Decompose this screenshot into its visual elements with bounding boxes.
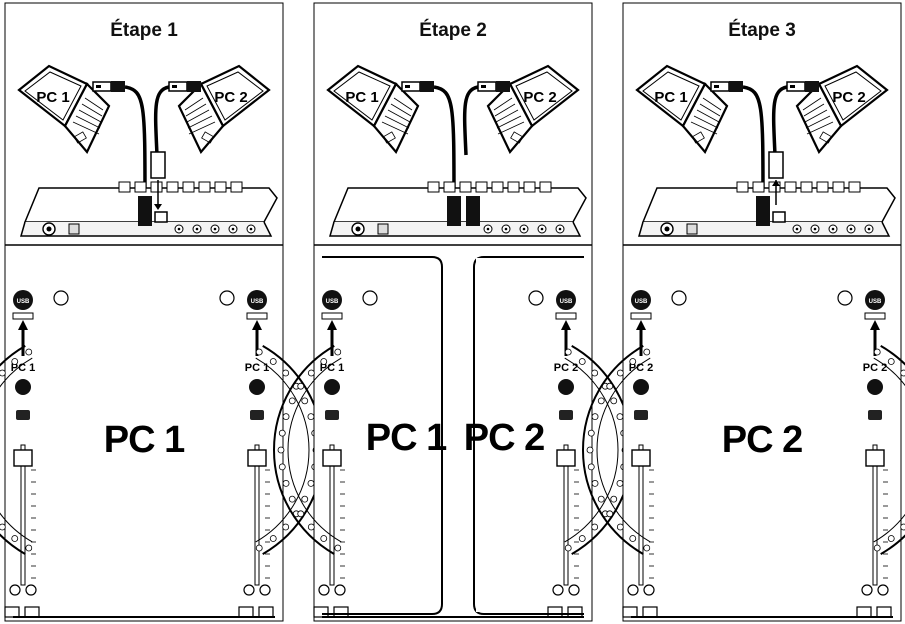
step-3-laptop-left-label: PC 1 <box>654 89 687 106</box>
step-3-laptop-left <box>635 64 729 155</box>
step-3-deck-right-usb-button <box>865 290 885 310</box>
step-1-center-overlay <box>85 258 203 614</box>
svg-text:USB: USB <box>635 299 648 305</box>
step-2-deck-left-usb-button <box>322 290 342 310</box>
step-3-plug-right <box>768 151 784 179</box>
step-3-controller <box>638 181 896 237</box>
step-3-cable-right <box>771 85 788 156</box>
step-2-cable-left <box>433 85 456 201</box>
step-3-center-label: PC 2 <box>722 419 802 461</box>
step-2-cable-right <box>462 85 479 156</box>
step-1-laptop-left <box>17 64 111 155</box>
step-2-deck-left: USB PC 1 <box>313 290 349 618</box>
step-3-usb-plug-left <box>710 81 743 92</box>
svg-text:USB: USB <box>17 299 30 305</box>
step-1-cable-left <box>124 85 147 201</box>
step-1-usb-plug-right <box>168 81 201 92</box>
step-2-laptop-left <box>326 64 420 155</box>
step-1-usb-plug-left <box>92 81 125 92</box>
svg-text:USB: USB <box>326 299 339 305</box>
step-3-panel: Étape 3 PC 1 PC 2 USB PC 2 USB PC 2 PC 2 <box>582 2 905 622</box>
step-3-insert-arrow <box>772 180 780 186</box>
step-2-center-label-left: PC 1 <box>366 417 447 459</box>
step-3-deck-right-arrow-label: PC 2 <box>863 362 887 374</box>
step-3-usb-plug-right <box>786 81 819 92</box>
step-2-deck-right-usb-button <box>556 290 576 310</box>
step-1-deck-right-usb-button <box>247 290 267 310</box>
step-2-plug-right <box>466 196 480 226</box>
step-2-center-label-right: PC 2 <box>464 417 544 459</box>
step-1-deck-left-usb-button <box>13 290 33 310</box>
step-3-laptop-right-label: PC 2 <box>832 89 865 106</box>
step-3-deck-left-arrow-label: PC 2 <box>629 362 653 374</box>
step-2-laptop-left-label: PC 1 <box>345 89 378 106</box>
step-2-deck-right: USB PC 2 <box>547 290 583 618</box>
step-1-laptop-left-label: PC 1 <box>36 89 69 106</box>
svg-text:USB: USB <box>560 299 573 305</box>
step-1-plug-left <box>138 196 152 226</box>
step-1-panel: Étape 1 PC 1 PC 2 USB PC 1 USB PC 1 PC 1 <box>0 2 325 622</box>
step-2-panel: Étape 2 PC 1 PC 2 USB PC 1 USB PC 2 PC 1 PC 2 <box>272 2 633 622</box>
step-3-deck-left-usb-button <box>631 290 651 310</box>
step-2-deck-left-arrow-label: PC 1 <box>320 362 344 374</box>
step-3-title: Étape 3 <box>728 19 796 41</box>
step-3-center-overlay <box>703 258 821 614</box>
step-1-laptop-right <box>177 64 271 155</box>
step-1-deck-right-arrow-label: PC 1 <box>245 362 269 374</box>
step-1-title: Étape 1 <box>110 19 178 41</box>
step-2-laptop-right-label: PC 2 <box>523 89 556 106</box>
step-1-laptop-right-label: PC 2 <box>214 89 247 106</box>
step-2-left-bracket <box>322 256 443 615</box>
step-2-right-bracket <box>473 256 584 615</box>
step-2-usb-plug-left <box>401 81 434 92</box>
step-2-deck-right-arrow-label: PC 2 <box>554 362 578 374</box>
step-3-cable-left <box>742 85 765 201</box>
svg-text:USB: USB <box>251 299 264 305</box>
step-2-plug-left <box>447 196 461 226</box>
svg-text:USB: USB <box>869 299 882 305</box>
step-2-title: Étape 2 <box>419 19 487 41</box>
step-2-laptop-right <box>486 64 580 155</box>
step-1-deck-left-arrow-label: PC 1 <box>11 362 35 374</box>
step-2-usb-plug-right <box>477 81 510 92</box>
step-3-plug-left <box>756 196 770 226</box>
step-1-center-label: PC 1 <box>104 419 185 461</box>
step-1-insert-arrow <box>154 204 162 210</box>
step-1-deck-left: USB PC 1 <box>4 290 40 618</box>
step-1-cable-right <box>153 85 170 156</box>
step-3-deck-left: USB PC 2 <box>622 290 658 618</box>
step-1-plug-right <box>150 151 166 179</box>
step-3-laptop-right <box>795 64 889 155</box>
step-3-deck-right: USB PC 2 <box>856 290 892 618</box>
